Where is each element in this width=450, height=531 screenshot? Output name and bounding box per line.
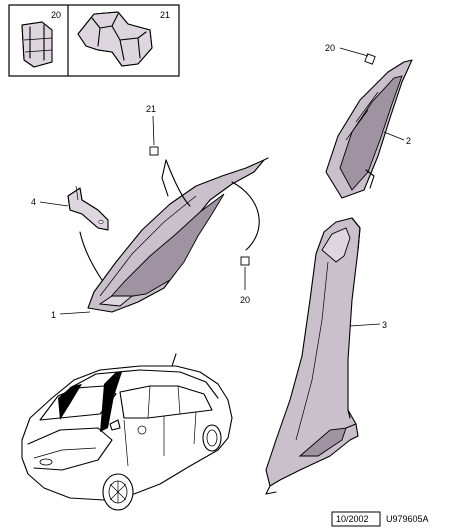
footer-code: U979605A <box>386 514 429 524</box>
callout-20-top: 20 <box>325 43 335 53</box>
callout-20-bottom: 20 <box>240 295 250 305</box>
clip-21-drawing <box>77 11 153 67</box>
callout-4: 4 <box>31 197 36 207</box>
footer-reference: 10/2002 U979605A <box>331 511 429 527</box>
clip-21-marker <box>149 146 159 156</box>
inset-ref-20: 20 <box>51 10 61 20</box>
footer-date: 10/2002 <box>336 514 369 524</box>
clip-20-drawing <box>21 21 53 68</box>
callout-3: 3 <box>382 320 387 330</box>
leader-lines <box>39 47 405 327</box>
assembly-arc-upper <box>165 159 191 207</box>
assembly-arc-bracket <box>79 231 103 281</box>
callout-21: 21 <box>146 104 156 114</box>
car-illustration <box>21 353 233 511</box>
callout-2: 2 <box>406 136 411 146</box>
callout-1: 1 <box>51 310 56 320</box>
assembly-arc-lower <box>231 181 260 251</box>
clip-20-marker-top <box>364 53 376 65</box>
part-4-bracket <box>67 185 109 231</box>
clip-inset-box: 20 21 <box>8 4 180 77</box>
part-2-trim <box>325 59 413 199</box>
clip-20-marker-bottom <box>240 256 250 266</box>
inset-ref-21: 21 <box>160 10 170 20</box>
part-1-trim <box>87 157 269 313</box>
part-3-trim <box>265 217 361 495</box>
